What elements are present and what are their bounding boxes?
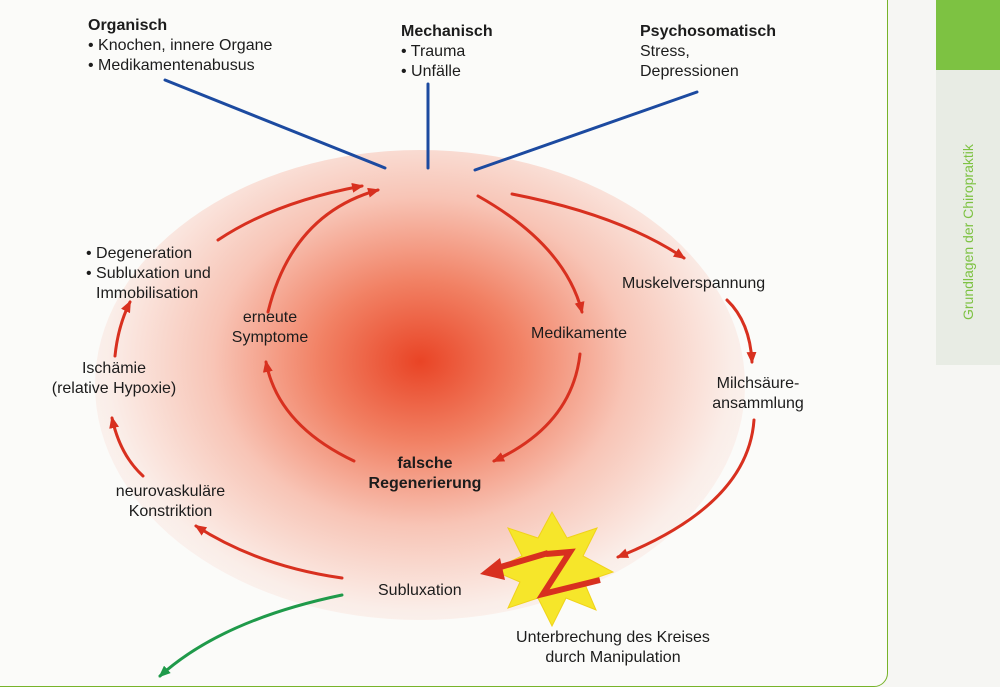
- node-erneute-symptome: erneute Symptome: [210, 308, 330, 348]
- arrow-to-degeneration: [113, 300, 132, 358]
- node-milchsaeure-line: Milchsäure-: [716, 375, 800, 392]
- manipulation-caption: Unterbrechung des Kreises durch Manipula…: [478, 628, 748, 668]
- cause-psychosomatisch: Psychosomatisch Stress, Depressionen: [640, 22, 776, 82]
- arrow-symptome-to-top: [266, 187, 380, 314]
- burst-icon: [490, 510, 615, 628]
- cause-organisch-item: • Medikamentenabusus: [88, 57, 255, 74]
- arrow-to-ischaemie: [109, 416, 145, 478]
- node-subluxation: Subluxation: [378, 582, 462, 599]
- node-milchsaeure: Milchsäure- ansammlung: [688, 374, 828, 414]
- cause-organisch-item: • Knochen, innere Organe: [88, 37, 273, 54]
- arrow-to-falsche-regenerierung: [492, 352, 582, 463]
- node-ischaemie-line: Ischämie: [81, 360, 147, 377]
- arrow-to-medikamente: [476, 194, 585, 314]
- cause-psychosomatisch-item: Stress,: [640, 43, 690, 60]
- arrow-to-burst: [616, 418, 756, 559]
- node-neurovaskulaer-line: neurovaskuläre: [115, 483, 226, 500]
- side-tab: [936, 70, 1000, 365]
- node-degeneration: • Degeneration • Subluxation und Immobil…: [86, 244, 211, 304]
- cause-organisch: Organisch • Knochen, innere Organe • Med…: [88, 16, 272, 76]
- node-erneute-symptome-line: erneute: [242, 309, 298, 326]
- cause-psychosomatisch-item: Depressionen: [640, 63, 739, 80]
- node-degeneration-line: • Subluxation und: [86, 265, 211, 282]
- side-tab-accent: [936, 0, 1000, 70]
- cause-mechanisch: Mechanisch • Trauma • Unfälle: [401, 22, 493, 82]
- node-falsche-regenerierung: falsche Regenerierung: [355, 454, 495, 494]
- node-degeneration-line: Immobilisation: [96, 285, 199, 302]
- cause-organisch-title: Organisch: [88, 17, 168, 34]
- manipulation-caption-line: durch Manipulation: [545, 649, 681, 666]
- side-tab-label: Grundlagen der Chiropraktik: [960, 144, 976, 320]
- cause-mechanisch-title: Mechanisch: [401, 23, 493, 40]
- node-muskelverspannung: Muskelverspannung: [622, 275, 766, 292]
- cause-line-organisch: [163, 78, 387, 170]
- arrow-to-subluxation-head: [480, 558, 505, 580]
- arrow-exit-green: [158, 593, 344, 678]
- central-glow: [95, 150, 745, 620]
- node-medikamente: Medikamente: [531, 325, 628, 342]
- node-ischaemie: Ischämie (relative Hypoxie): [34, 359, 194, 399]
- arrow-to-subluxation: [493, 550, 549, 572]
- node-neurovaskulaer: neurovaskuläre Konstriktion: [98, 482, 243, 522]
- arrow-to-milchsaeure: [725, 298, 757, 364]
- cause-mechanisch-item: • Unfälle: [401, 63, 461, 80]
- arrow-degeneration-to-top: [216, 182, 364, 242]
- lightning-zigzag-icon: [536, 548, 601, 599]
- arrow-to-neurovaskulaer: [194, 524, 344, 580]
- node-falsche-regenerierung-line: Regenerierung: [368, 475, 482, 492]
- node-neurovaskulaer-line: Konstriktion: [128, 503, 213, 520]
- arrow-to-muskelverspannung: [510, 192, 686, 260]
- node-erneute-symptome-line: Symptome: [231, 329, 309, 346]
- cause-mechanisch-item: • Trauma: [401, 43, 466, 60]
- node-degeneration-line: • Degeneration: [86, 245, 193, 262]
- node-falsche-regenerierung-line: falsche: [397, 455, 453, 472]
- manipulation-caption-line: Unterbrechung des Kreises: [516, 629, 710, 646]
- cause-psychosomatisch-title: Psychosomatisch: [640, 23, 777, 40]
- arrow-to-erneute-symptome: [262, 360, 356, 463]
- cause-line-psychosomatisch: [473, 90, 699, 172]
- node-ischaemie-line: (relative Hypoxie): [51, 380, 177, 397]
- node-milchsaeure-line: ansammlung: [712, 395, 804, 412]
